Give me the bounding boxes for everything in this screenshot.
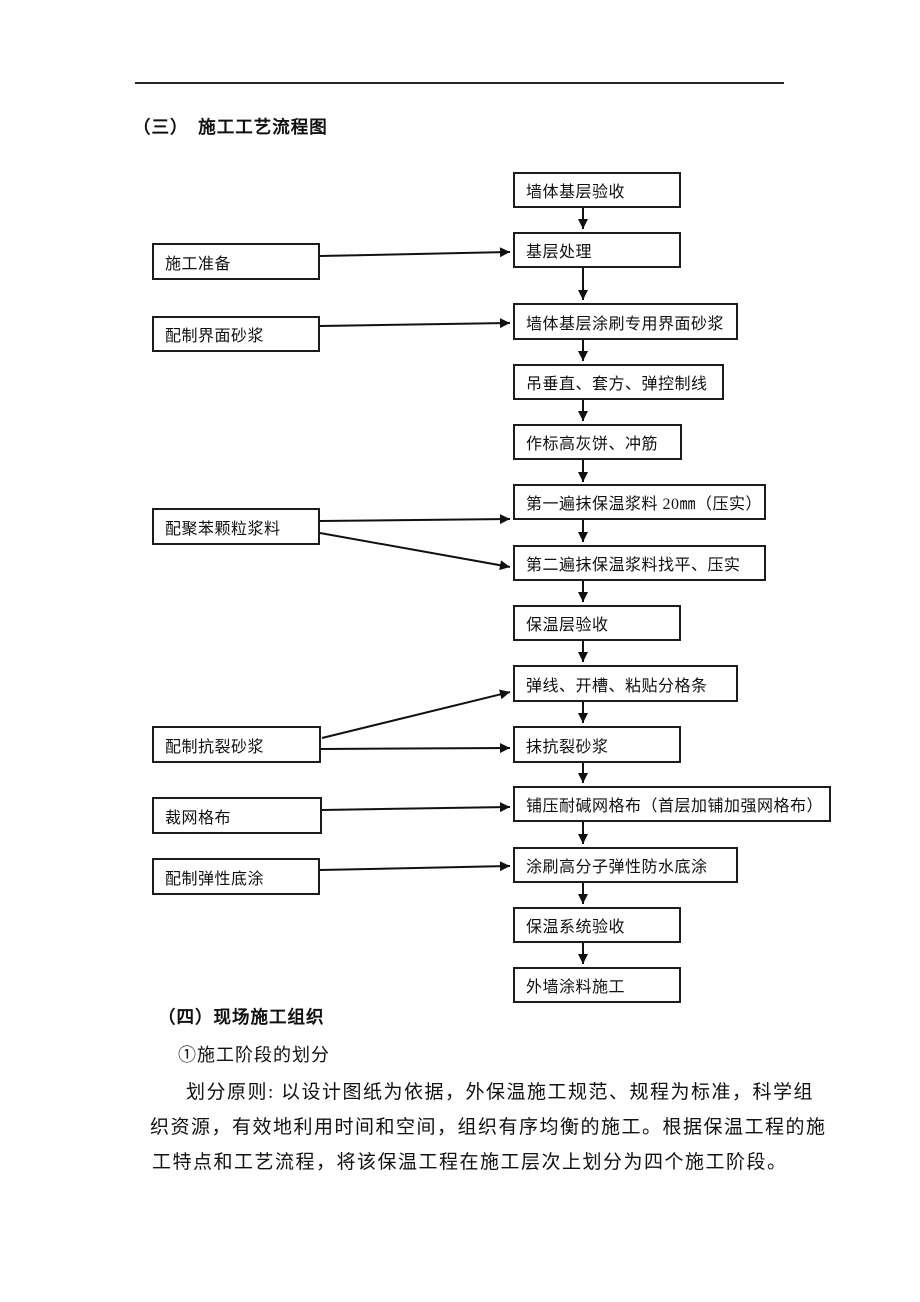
arrow-elasticprimer-primercoat [319,861,511,872]
flow-step-interface-mortar-coating: 墙体基层涂刷专用界面砂浆 [513,303,738,340]
flow-step-alkali-resistant-mesh: 铺压耐碱网格布（首层加铺加强网格布） [513,786,831,822]
section4-paragraph-line-1: 划分原则: 以设计图纸为依据，外保温施工规范、规程为标准，科学组 [186,1082,815,1103]
flow-step-apply-crack-mortar: 抹抗裂砂浆 [513,726,681,763]
flow-step-base-treatment: 基层处理 [513,232,681,268]
flow-step-insulation-system-acceptance: 保温系统验收 [513,907,681,943]
section4-heading: （四）现场施工组织 [158,1007,325,1027]
flow-step-level-markers-screeds: 作标高灰饼、冲筋 [513,424,682,460]
flow-step-elastic-waterproof-primer: 涂刷高分子弹性防水底涂 [513,847,738,883]
arrow-polystyrene-secondcoat [319,532,511,571]
flow-step-snap-lines-grooving-strips: 弹线、开槽、粘贴分格条 [513,665,738,702]
flow-step-second-insulation-coat: 第二遍抹保温浆料找平、压实 [513,545,766,581]
section3-title: （三） 施工工艺流程图 [133,117,328,137]
flow-step-plumb-square-control-lines: 吊垂直、套方、弹控制线 [513,364,724,400]
section4-paragraph-line-3: 工特点和工艺流程，将该保温工程在施工层次上划分为四个施工阶段。 [152,1152,788,1173]
header-rule [135,82,784,84]
flow-step-exterior-paint-construction: 外墙涂料施工 [513,967,681,1003]
flow-side-prepare-interface-mortar: 配制界面砂浆 [152,316,320,352]
arrow-meshcloth-laymesh [321,802,511,813]
flow-step-insulation-layer-acceptance: 保温层验收 [513,605,681,641]
flow-side-construction-preparation: 施工准备 [152,243,320,280]
flow-side-prepare-crack-mortar: 配制抗裂砂浆 [152,726,321,763]
arrow-polystyrene-firstcoat [319,514,511,525]
arrow-crackmortar-snaplines [321,689,511,739]
flow-side-prepare-polystyrene-slurry: 配聚苯颗粒浆料 [152,508,320,545]
flow-step-wall-base-acceptance: 墙体基层验收 [513,172,681,208]
flow-side-cut-mesh-cloth: 裁网格布 [152,797,322,834]
arrow-crackmortar-applymortar [320,743,511,754]
section4-subheading: ①施工阶段的划分 [178,1045,330,1065]
flow-step-first-insulation-coat: 第一遍抹保温浆料 20㎜（压实） [513,484,766,520]
arrow-preparation-basetreatment [319,247,511,258]
section4-paragraph-line-2: 织资源，有效地利用时间和空间，组织有序均衡的施工。根据保温工程的施 [150,1117,827,1138]
flow-side-prepare-elastic-primer: 配制弹性底涂 [152,858,320,895]
arrow-interfacemortar-coating [319,318,511,329]
